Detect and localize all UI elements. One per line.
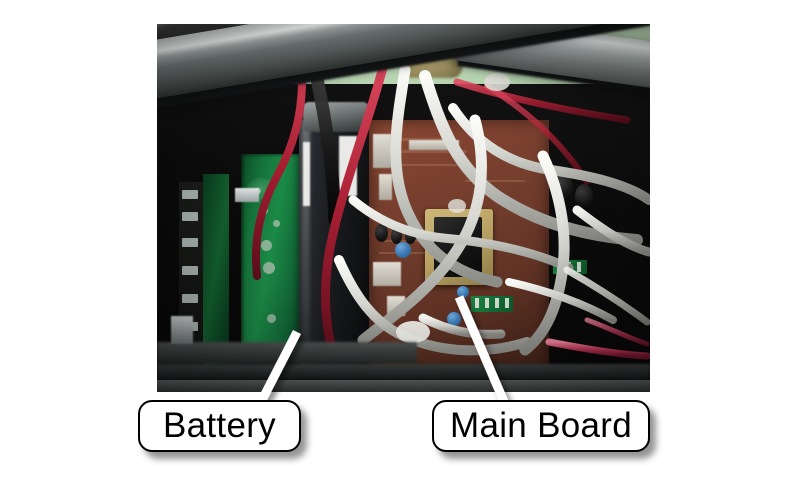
main-board-component-b: [379, 174, 392, 200]
chassis-rail-bottom: [157, 364, 650, 380]
chassis-bracket: [171, 316, 193, 344]
black-capacitor-5: [575, 184, 593, 208]
battery-sticker-1: [303, 142, 310, 206]
callout-battery[interactable]: Battery: [138, 400, 301, 452]
secondary-green-board: [203, 174, 229, 364]
main-board-component-d: [373, 262, 401, 286]
black-capacitor-2: [391, 228, 402, 244]
chassis-rail-left: [157, 342, 417, 364]
green-circuit-board: [241, 154, 303, 358]
green-terminal-block-2: [553, 260, 587, 274]
main-board-component-e: [387, 296, 405, 316]
battery-sticker-2: [339, 136, 357, 196]
main-board-component-a: [373, 134, 391, 168]
main-board-component-c: [409, 140, 459, 150]
callout-mainboard[interactable]: Main Board: [432, 400, 650, 452]
callout-mainboard-label: Main Board: [450, 406, 632, 445]
green-terminal-block-1: [471, 296, 513, 312]
device-interior-photo: [157, 24, 650, 392]
black-capacitor-1: [375, 224, 388, 242]
black-capacitor-3: [405, 228, 416, 244]
board-mount-tab: [235, 188, 259, 202]
blue-capacitor-1: [395, 242, 411, 258]
blue-capacitor-3: [457, 286, 469, 298]
blue-capacitor-2: [447, 312, 461, 326]
chassis-front-edge: [157, 380, 650, 392]
main-ic-die: [434, 217, 482, 277]
callout-battery-label: Battery: [163, 406, 276, 445]
black-capacitor-4: [553, 174, 573, 200]
battery-top-bracket: [303, 102, 369, 132]
